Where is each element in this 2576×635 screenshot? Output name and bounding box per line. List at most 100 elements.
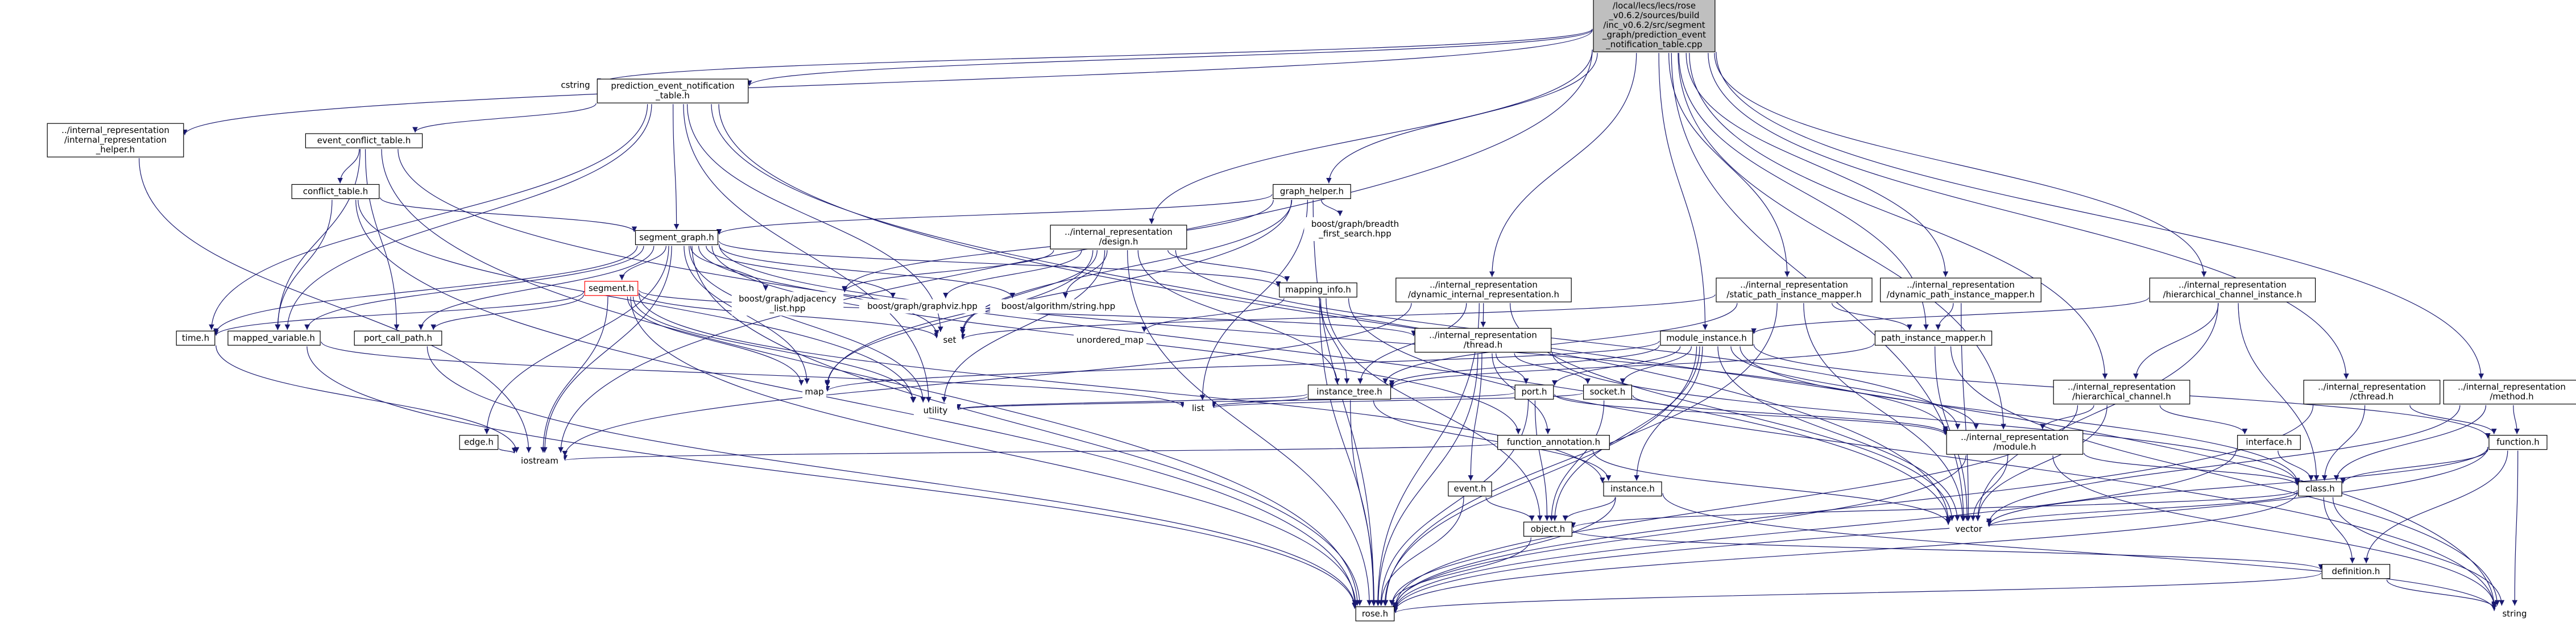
node-box	[1395, 277, 1572, 302]
edge-mi-to-module	[1730, 346, 1979, 430]
edge-sg-to-time	[213, 246, 638, 334]
edge-pent-to-sg	[673, 104, 680, 230]
node-label: ../internal_representation/hierarchical_…	[2163, 280, 2302, 300]
node-design[interactable]: ../internal_representation/design.h	[1050, 225, 1187, 250]
edge-itree-to-rose	[1350, 400, 1377, 606]
node-itree[interactable]: instance_tree.h	[1307, 384, 1391, 400]
node-edge[interactable]: edge.h	[459, 435, 499, 450]
node-ect[interactable]: event_conflict_table.h	[305, 133, 423, 148]
node-box	[305, 133, 423, 148]
edge-hci-to-hch	[2133, 303, 2219, 379]
node-fa[interactable]: function_annotation.h	[1497, 435, 1610, 450]
node-method[interactable]: ../internal_representation/method.h	[2443, 380, 2576, 405]
edge-root-to-dirh	[1489, 53, 1637, 277]
node-cthread[interactable]: ../internal_representation/cthread.h	[2303, 380, 2441, 405]
edge-dirh-to-iostream	[562, 303, 1412, 456]
node-label: graph_helper.h	[1280, 186, 1344, 197]
node-box	[597, 78, 749, 103]
edge-segment-to-time	[213, 291, 584, 336]
edge-ct-to-rose	[355, 200, 1358, 606]
edge-module-to-rose	[1393, 455, 1966, 609]
edge-cthread-to-class	[2321, 405, 2366, 481]
edge-pent-to-mv	[284, 104, 652, 330]
node-set: set	[938, 333, 962, 348]
node-label: instance_tree.h	[1316, 387, 1382, 397]
edge-root-to-pim	[1678, 53, 1929, 330]
edge-function-to-rose	[1393, 447, 2488, 611]
node-socket[interactable]: socket.h	[1583, 384, 1633, 400]
edge-function-to-vector	[1986, 447, 2488, 526]
nodes-layer: /local/lecs/lecs/rose_v0.6.2/sources/bui…	[47, 0, 2576, 621]
node-spim[interactable]: ../internal_representation/static_path_i…	[1716, 277, 1873, 302]
edge-ect-to-pcp	[365, 149, 400, 330]
node-sg[interactable]: segment_graph.h	[635, 230, 719, 246]
edge-socket-to-object	[1548, 400, 1605, 521]
edge-hci-to-vector	[1975, 303, 2219, 521]
node-object[interactable]: object.h	[1523, 521, 1573, 537]
edge-instance-to-string	[1662, 493, 2497, 611]
edge-sg-to-iostream	[542, 246, 672, 453]
node-definition[interactable]: definition.h	[2321, 564, 2391, 579]
edge-pim-to-string	[1950, 346, 2500, 606]
node-class[interactable]: class.h	[2298, 481, 2342, 497]
node-time[interactable]: time.h	[176, 330, 216, 346]
node-utility: utility	[913, 403, 958, 418]
node-box	[2298, 481, 2342, 497]
node-label: list	[1192, 403, 1204, 413]
node-rose[interactable]: rose.h	[1355, 606, 1395, 621]
node-bg	[1074, 333, 1146, 348]
node-pcp[interactable]: port_call_path.h	[354, 330, 442, 346]
node-hci[interactable]: ../internal_representation/hierarchical_…	[2149, 277, 2316, 302]
node-function[interactable]: function.h	[2488, 435, 2548, 450]
node-box	[1497, 435, 1610, 450]
node-segment[interactable]: segment.h	[584, 281, 639, 296]
node-box	[1514, 384, 1554, 400]
edge-port-to-object	[1534, 400, 1550, 521]
edge-pent-to-ect	[412, 103, 597, 133]
node-hch[interactable]: ../internal_representation/hierarchical_…	[2053, 380, 2190, 405]
edge-mv-to-rose	[307, 346, 1357, 609]
node-box	[2443, 380, 2576, 405]
node-mapinfo[interactable]: mapping_info.h	[1279, 282, 1357, 298]
node-interface[interactable]: interface.h	[2237, 435, 2301, 450]
node-box	[2237, 435, 2301, 450]
node-label: path_instance_mapper.h	[1881, 333, 1986, 343]
node-pim[interactable]: path_instance_mapper.h	[1874, 330, 1993, 346]
node-bg	[1183, 401, 1213, 416]
node-module[interactable]: ../internal_representation/module.h	[1946, 430, 2084, 455]
node-pent[interactable]: prediction_event_notification_table.h	[597, 78, 749, 103]
node-mi[interactable]: module_instance.h	[1660, 330, 1753, 346]
edge-root-to-hci	[1714, 53, 2207, 277]
node-root[interactable]: /local/lecs/lecs/rose_v0.6.2/sources/bui…	[1593, 0, 1716, 52]
node-label: port_call_path.h	[364, 333, 432, 343]
node-box	[1593, 0, 1716, 52]
node-bg	[731, 292, 844, 316]
node-port[interactable]: port.h	[1514, 384, 1554, 400]
edge-root-to-module	[1678, 53, 2006, 430]
node-string: string	[2495, 607, 2534, 621]
node-gh[interactable]: graph_helper.h	[1273, 184, 1351, 200]
node-ct[interactable]: conflict_table.h	[291, 184, 380, 200]
node-box	[2488, 435, 2548, 450]
node-box	[584, 281, 639, 296]
node-label: ../internal_representation/thread.h	[1429, 330, 1537, 350]
node-label: prediction_event_notification_table.h	[611, 81, 734, 101]
edge-socket-to-list	[1211, 392, 1583, 409]
node-thread[interactable]: ../internal_representation/thread.h	[1414, 327, 1552, 353]
node-mv[interactable]: mapped_variable.h	[227, 330, 321, 346]
node-instance[interactable]: instance.h	[1603, 481, 1662, 497]
node-event[interactable]: event.h	[1448, 481, 1492, 497]
edge-segment-to-pcp	[430, 294, 584, 330]
edge-mi-to-socket	[1620, 346, 1692, 384]
node-dirh[interactable]: ../internal_representation/dynamic_inter…	[1395, 277, 1572, 302]
node-cstring: cstring	[553, 78, 598, 93]
edge-root-to-cstring	[595, 28, 1593, 85]
edge-object-to-rose	[1389, 537, 1531, 606]
edge-ect-to-mv	[275, 149, 361, 330]
node-irh[interactable]: ../internal_representation/internal_repr…	[47, 123, 184, 157]
edge-pim-to-itree	[1389, 343, 1874, 389]
edge-event-to-rose	[1378, 497, 1464, 606]
node-dpim[interactable]: ../internal_representation/dynamic_path_…	[1880, 277, 2041, 302]
node-box	[1523, 521, 1573, 537]
